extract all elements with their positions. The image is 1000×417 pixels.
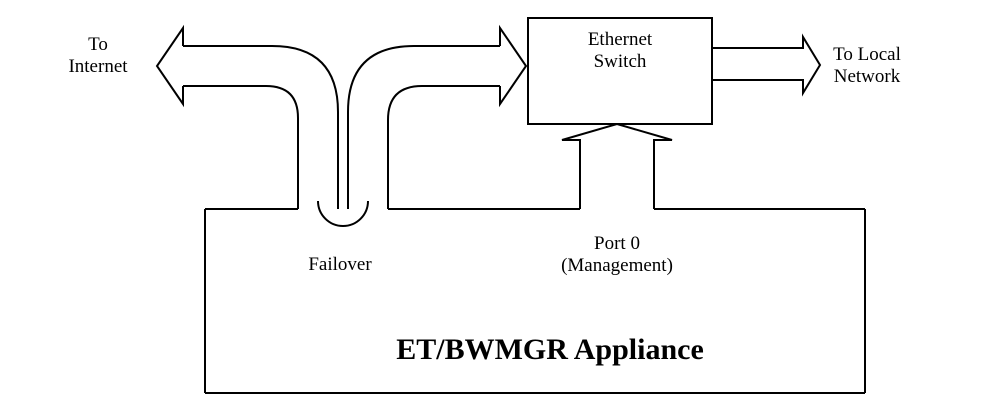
local-network-arrow (712, 33, 822, 97)
port0-label-line2: (Management) (561, 254, 673, 276)
failover-label: Failover (308, 254, 372, 275)
switch-label-line1: Ethernet (587, 29, 653, 50)
local-network-label: To Local Network (812, 44, 922, 88)
appliance-title: ET/BWMGR Appliance (396, 333, 704, 366)
management-arrow (561, 122, 673, 209)
switch-label-line2: Switch (593, 50, 647, 72)
switch-feed-arrow (347, 24, 528, 209)
port0-label-line1: Port 0 (594, 233, 640, 254)
appliance-box (204, 208, 866, 394)
port0-label: Port 0 (Management) (537, 233, 697, 277)
internet-label-line2: Internet (68, 55, 128, 77)
local-network-label-line1: To Local (833, 44, 901, 65)
switch-label: Ethernet Switch (546, 29, 694, 73)
internet-label: To Internet (52, 34, 144, 78)
internet-arrow (155, 24, 339, 209)
internet-label-line1: To (88, 34, 108, 55)
local-network-label-line2: Network (833, 65, 901, 87)
failover-connector-icon (317, 200, 369, 227)
